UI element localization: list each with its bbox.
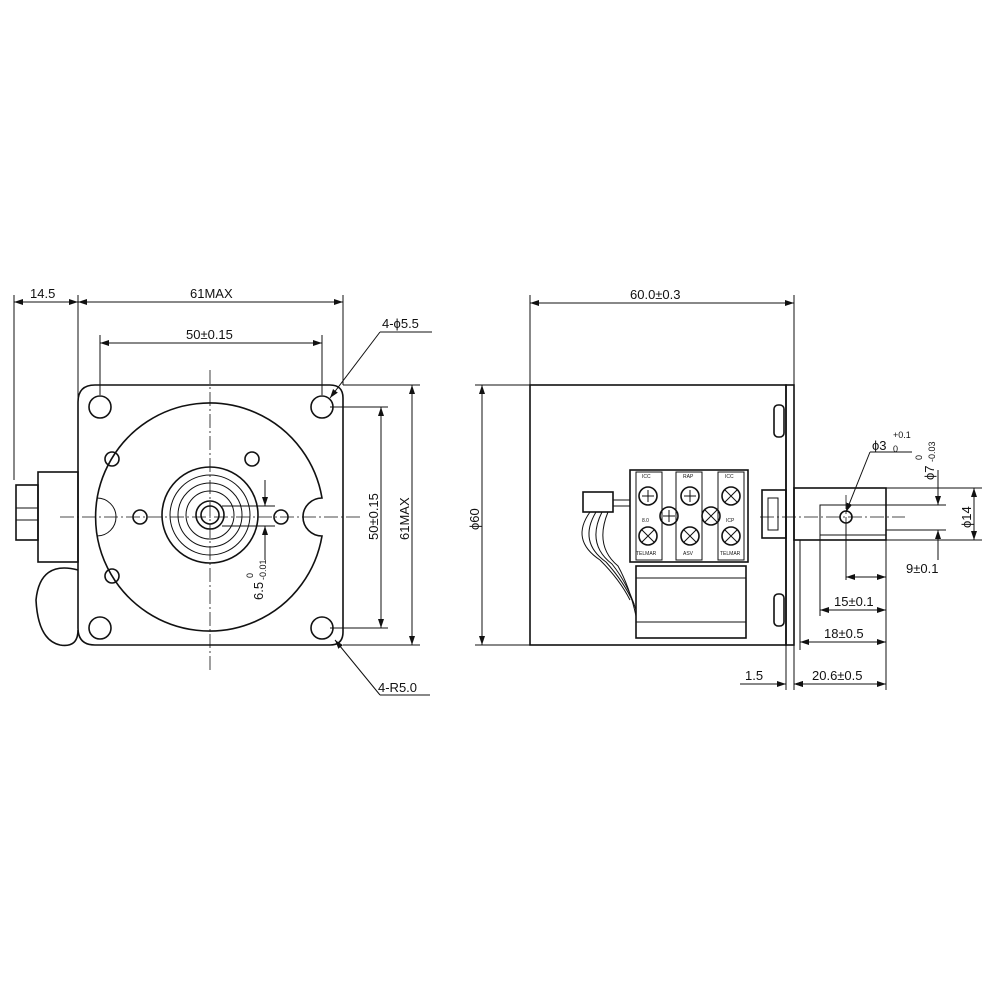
side-capacitor [35, 567, 79, 647]
dim-corner-radius: 4-R5.0 [378, 680, 417, 695]
terminal-label-4: 8.0 [642, 518, 649, 524]
dim-bore-tol-upper: 0 [245, 573, 255, 578]
front-dimensions: 14.5 61MAX 50±0.15 50±0.15 61MAX 4-ϕ5.5 … [13, 286, 432, 696]
terminal-label-1: ICC [642, 474, 651, 480]
dim-shaft-dia-tol-upper: 0 [914, 455, 924, 460]
screw-hole-4 [273, 509, 289, 525]
screw-hole-2 [244, 451, 260, 467]
dim-bore-tol-lower: -0.01 [258, 559, 268, 580]
terminal-label-7: ASV [683, 551, 694, 557]
terminal-label-3: ICC [725, 474, 734, 480]
terminal-label-5: ICP [726, 518, 735, 524]
hub-ring-4 [185, 490, 235, 540]
dim-hole-pos: 9±0.1 [906, 561, 938, 576]
dim-shaft-dia-tol-lower: -0.03 [927, 441, 937, 462]
dim-shaft-hole-main: ϕ3 [872, 438, 887, 453]
screw-hole-5 [104, 568, 120, 584]
dim-body-length: 60.0±0.3 [630, 287, 681, 302]
dim-mount-holes: 4-ϕ5.5 [382, 316, 419, 331]
mount-hole-tr [310, 395, 334, 419]
terminal-block: ICC RAP ICC 8.0 ICP TELMAR ASV TELMAR [629, 469, 749, 639]
screw-hole-3 [132, 509, 148, 525]
dim-shaft-dia-main: ϕ7 [922, 465, 937, 480]
side-view: ICC RAP ICC 8.0 ICP TELMAR ASV TELMAR [529, 384, 905, 646]
shaft-bore [200, 505, 220, 525]
mount-hole-br [310, 616, 334, 640]
shaft-flat [819, 504, 887, 536]
dim-shaft-total: 20.6±0.5 [812, 668, 863, 683]
terminal-label-8: TELMAR [720, 551, 741, 557]
front-flange-plate [77, 384, 344, 646]
dim-shaft-hole-tol-upper: +0.1 [893, 430, 911, 440]
dim-shaft-flat: ϕ14 [959, 506, 974, 528]
side-dimensions: 60.0±0.3 ϕ60 ϕ3 +0.1 0 ϕ7 0 -0.03 ϕ14 9±… [467, 287, 982, 690]
shaft-outer [195, 500, 225, 530]
side-flange [785, 384, 795, 646]
dim-hole-spacing-v: 50±0.15 [366, 493, 381, 540]
terminal-screws [638, 486, 741, 546]
dim-overall-height: 61MAX [397, 497, 412, 540]
dim-hole-spacing-h: 50±0.15 [186, 327, 233, 342]
dim-shaft-hole-tol-lower: 0 [893, 444, 898, 454]
hub-ring-outer [161, 466, 259, 564]
dim-shaft-len: 18±0.5 [824, 626, 864, 641]
dim-bore-main: 6.5 [251, 582, 266, 600]
dim-overall-width: 61MAX [190, 286, 233, 301]
mount-hole-tl [88, 395, 112, 419]
side-connector-tab [15, 484, 39, 541]
terminal-label-2: RAP [683, 474, 694, 480]
dim-flange: 1.5 [745, 668, 763, 683]
wire-bundle [581, 491, 637, 617]
hub-ring-3 [177, 482, 243, 548]
terminal-label-6: TELMAR [636, 551, 657, 557]
dim-body-diameter: ϕ60 [467, 508, 482, 530]
front-body-circle [94, 402, 323, 632]
front-view [15, 370, 360, 670]
dim-flat-len: 15±0.1 [834, 594, 874, 609]
shaft-boss [761, 489, 787, 539]
mount-hole-bl [88, 616, 112, 640]
hub-ring-2 [169, 474, 251, 556]
flange-slot-bottom [773, 593, 785, 627]
terminal-block-frame [629, 469, 749, 563]
flange-slot-top [773, 404, 785, 438]
dim-left-offset: 14.5 [30, 286, 55, 301]
screw-hole-1 [104, 451, 120, 467]
capacitor-box [635, 565, 747, 639]
